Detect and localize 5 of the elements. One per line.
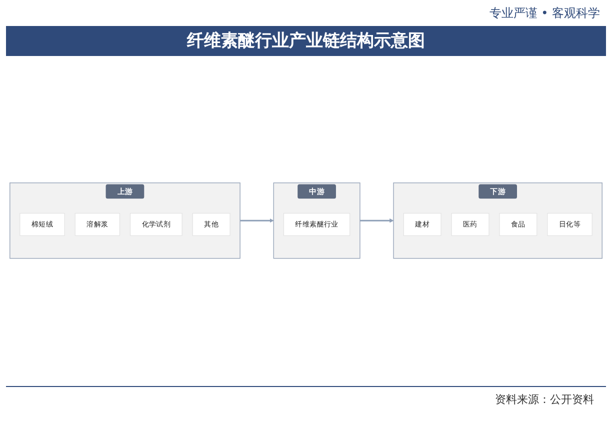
arrow xyxy=(240,218,274,224)
title-banner: 纤维素醚行业产业链结构示意图 xyxy=(6,26,606,56)
arrow xyxy=(360,218,394,224)
source-note: 资料来源：公开资料 xyxy=(495,392,594,406)
slogan-text: 专业严谨 • 客观科学 xyxy=(489,4,600,22)
